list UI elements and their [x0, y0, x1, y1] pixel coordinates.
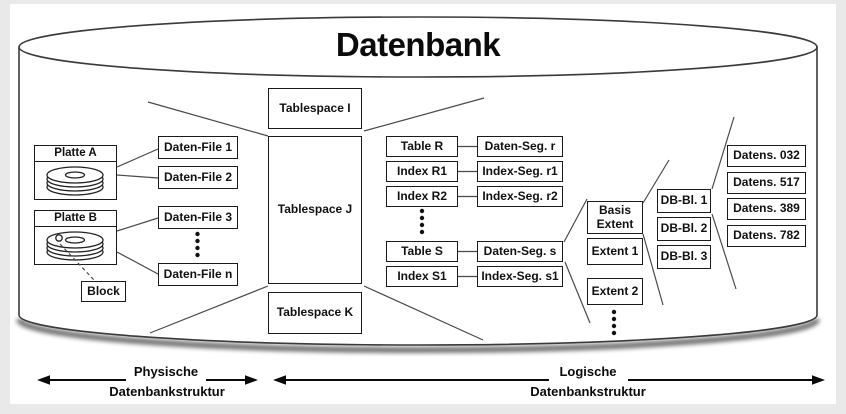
box-index-seg-s1: Index-Seg. s1: [477, 266, 563, 287]
connector-line: [116, 217, 159, 232]
fan-line: [363, 285, 484, 341]
box-daten-seg-r: Daten-Seg. r: [477, 136, 563, 157]
block-marker-circle: [55, 234, 63, 242]
box-table-r: Table R: [386, 136, 458, 157]
connector-line: [116, 148, 159, 168]
box-datens-389: Datens. 389: [727, 198, 806, 220]
box-index-seg-r1: Index-Seg. r1: [477, 161, 563, 182]
box-datens-782: Datens. 782: [727, 225, 806, 247]
box-daten-file-1: Daten-File 1: [158, 136, 238, 159]
diagram-title: Datenbank: [335, 26, 501, 63]
box-platte-b: Platte B: [34, 210, 117, 265]
box-tablespace-j: Tablespace J: [268, 136, 362, 284]
box-basis-extent: Basis Extent: [587, 201, 643, 234]
fan-line: [147, 101, 269, 137]
box-extent-1: Extent 1: [587, 238, 643, 265]
box-tablespace-k: Tablespace K: [268, 292, 362, 334]
connector-line: [116, 174, 159, 179]
cylinder-shadow: [16, 318, 820, 353]
platte-a-label: Platte A: [35, 146, 116, 162]
legend-physical-line1: Physische: [133, 364, 199, 379]
disk-icon: [46, 166, 104, 196]
box-db-block-3: DB-Bl. 3: [657, 245, 711, 269]
box-daten-file-n: Daten-File n: [158, 263, 238, 286]
box-db-block-1: DB-Bl. 1: [657, 189, 711, 213]
box-index-r2: Index R2: [386, 186, 458, 207]
disk-icon: [46, 231, 104, 261]
box-tablespace-i: Tablespace I: [268, 88, 362, 129]
box-datens-032: Datens. 032: [727, 145, 806, 167]
box-index-r1: Index R1: [386, 161, 458, 182]
fan-line: [363, 97, 485, 132]
box-index-seg-r2: Index-Seg. r2: [477, 186, 563, 207]
fan-line: [149, 285, 269, 334]
connector-line: [116, 251, 159, 275]
box-daten-file-3: Daten-File 3: [158, 206, 238, 229]
box-datens-517: Datens. 517: [727, 172, 806, 194]
box-table-s: Table S: [386, 241, 458, 262]
box-daten-file-2: Daten-File 2: [158, 166, 238, 189]
legend-logical-line2: Datenbankstruktur: [530, 384, 646, 399]
legend-logical-line1: Logische: [559, 364, 617, 379]
box-extent-2: Extent 2: [587, 278, 643, 305]
box-daten-seg-s: Daten-Seg. s: [477, 241, 563, 262]
box-index-s1: Index S1: [386, 266, 458, 287]
platte-b-label: Platte B: [35, 211, 116, 227]
legend-physical-line2: Datenbankstruktur: [109, 384, 225, 399]
box-platte-a: Platte A: [34, 145, 117, 200]
box-block: Block: [81, 281, 126, 302]
fan-line: [563, 198, 588, 243]
box-db-block-2: DB-Bl. 2: [657, 217, 711, 241]
